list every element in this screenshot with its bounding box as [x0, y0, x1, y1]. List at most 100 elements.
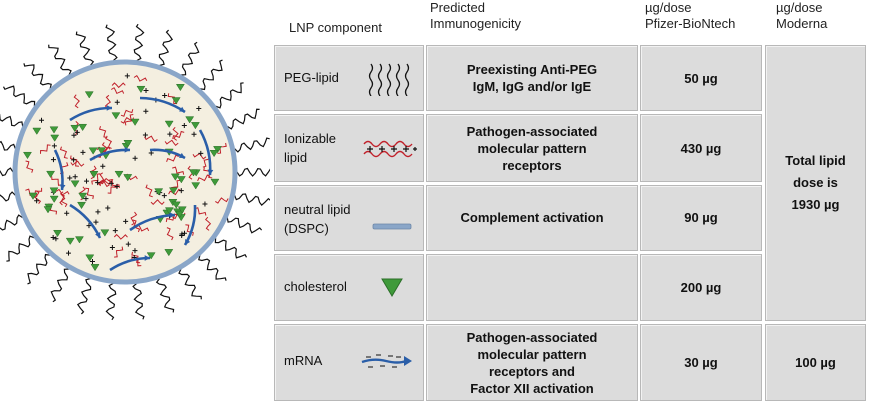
mrna-arrowhead-mark: [169, 212, 175, 218]
charge-mark: [71, 132, 77, 138]
charge-mark: [202, 201, 208, 207]
ionizable-lipid-mark: [172, 166, 185, 175]
cholesterol-mark: [213, 146, 222, 154]
moderna-total-line1: Total lipid: [785, 153, 846, 168]
cholesterol-mark: [171, 201, 181, 209]
row-peg-label: PEG-lipid: [284, 70, 339, 85]
header-pfizer-line1: µg/dose: [645, 0, 692, 15]
peg-lipid-icon: [368, 63, 410, 96]
row-ionizable-label-line1: Ionizable: [284, 131, 337, 146]
charge-mark: [89, 259, 95, 265]
charge-mark: [132, 248, 138, 254]
moderna-total-line3: 1930 µg: [791, 197, 840, 212]
peg-chain: [0, 214, 24, 231]
charge-mark: [123, 218, 129, 224]
mrna-arrowhead-mark: [144, 255, 150, 261]
peg-chain: [236, 167, 270, 177]
charge-mark: [105, 205, 111, 211]
row-neutral-immunogenicity: Complement activation: [426, 185, 638, 251]
ionizable-lipid-mark: [98, 126, 108, 139]
cholesterol-mark: [65, 237, 75, 246]
charge-mark: [50, 235, 56, 241]
cholesterol-mark: [185, 116, 195, 124]
row-ionizable-label-line2: lipid: [284, 150, 308, 165]
cholesterol-mark: [177, 206, 187, 214]
row-ionizable-immunogenicity-cell: [426, 114, 638, 182]
moderna-total-line2: dose is: [793, 175, 838, 190]
charge-mark: [95, 209, 101, 215]
cholesterol-mark: [123, 140, 133, 148]
charge-mark: [198, 150, 204, 156]
peg-chain: [158, 29, 174, 67]
cholesterol-mark: [97, 147, 106, 155]
ionizable-lipid-mark: [104, 94, 112, 109]
peg-chain: [0, 191, 16, 202]
row-neutral-label-line2: (DSPC): [284, 221, 329, 236]
cholesterol-mark: [53, 229, 62, 238]
lnp-particle-illustration: [0, 23, 270, 321]
cholesterol-mark: [100, 229, 110, 237]
cholesterol-mark: [70, 124, 80, 133]
charge-mark: [71, 157, 77, 163]
charge-mark: [84, 178, 90, 184]
cholesterol-mark: [123, 174, 133, 182]
ionizable-lipid-mark: [166, 227, 174, 241]
mrna-arrow-icon: [361, 354, 412, 368]
mrna-arrowhead-mark: [106, 105, 112, 111]
cholesterol-mark: [23, 151, 32, 160]
charge-mark: [179, 231, 185, 237]
peg-chain: [226, 108, 260, 130]
cholesterol-mark: [171, 97, 181, 105]
ionizable-lipid-mark: [59, 146, 68, 159]
peg-chain: [75, 31, 95, 66]
ionizable-lipid-mark: [105, 135, 112, 149]
peg-chain: [0, 167, 14, 177]
peg-chain: [6, 235, 35, 262]
ionizable-lipid-mark: [172, 126, 179, 141]
ionizable-lipid-mark: [60, 193, 68, 208]
cholesterol-mark: [89, 171, 99, 179]
mrna-arrowhead-mark: [179, 106, 185, 112]
ionizable-lipid-mark: [215, 197, 229, 204]
row-mrna-pfizer-cell: [640, 324, 762, 401]
ionizable-lipid-mark: [144, 135, 158, 143]
peg-chain: [2, 85, 36, 107]
cholesterol-mark: [164, 207, 174, 215]
cholesterol-mark: [176, 176, 186, 184]
peg-chain: [180, 41, 200, 76]
charge-mark: [72, 174, 78, 180]
row-ionizable-component-cell: [274, 114, 424, 182]
peg-chain: [105, 282, 117, 321]
charge-mark: [112, 228, 118, 234]
charge-mark: [124, 73, 130, 79]
cholesterol-mark: [49, 126, 59, 134]
charge-mark: [167, 131, 173, 137]
row-neutral-immunogenicity-line1: Complement activation: [460, 210, 604, 225]
peg-chain: [27, 253, 51, 285]
cholesterol-mark: [191, 182, 201, 190]
peg-chain: [215, 82, 244, 109]
mrna-arrowhead-mark: [185, 239, 191, 245]
charge-mark: [181, 230, 187, 236]
peg-chain: [133, 23, 145, 62]
cholesterol-mark: [170, 173, 180, 181]
row-ionizable-immunogenicity-line2: molecular pattern: [477, 140, 587, 156]
ionizable-lipid-mark: [97, 172, 105, 187]
ionizable-lipid-mark: [185, 224, 194, 236]
row-ionizable-immunogenicity-line1: Pathogen-associated: [466, 123, 598, 139]
row-ionizable-immunogenicity-line3: receptors: [502, 157, 562, 173]
charge-mark: [100, 163, 106, 169]
charge-mark: [143, 88, 149, 94]
cholesterol-mark: [32, 127, 42, 135]
peg-chain: [226, 217, 263, 234]
ionizable-lipid-mark: [31, 187, 43, 198]
ionizable-lipid-mark: [145, 184, 153, 198]
peg-chain: [76, 277, 92, 315]
ionizable-lipid-mark: [111, 82, 126, 89]
header-moderna-line1: µg/dose: [776, 0, 823, 15]
row-ionizable-pfizer-cell: [640, 114, 762, 182]
mrna-arrowhead-mark: [124, 146, 130, 153]
row-ionizable-pfizer-dose: 430 µg: [680, 140, 722, 156]
charge-mark: [109, 244, 115, 250]
cholesterol-mark: [146, 252, 156, 260]
